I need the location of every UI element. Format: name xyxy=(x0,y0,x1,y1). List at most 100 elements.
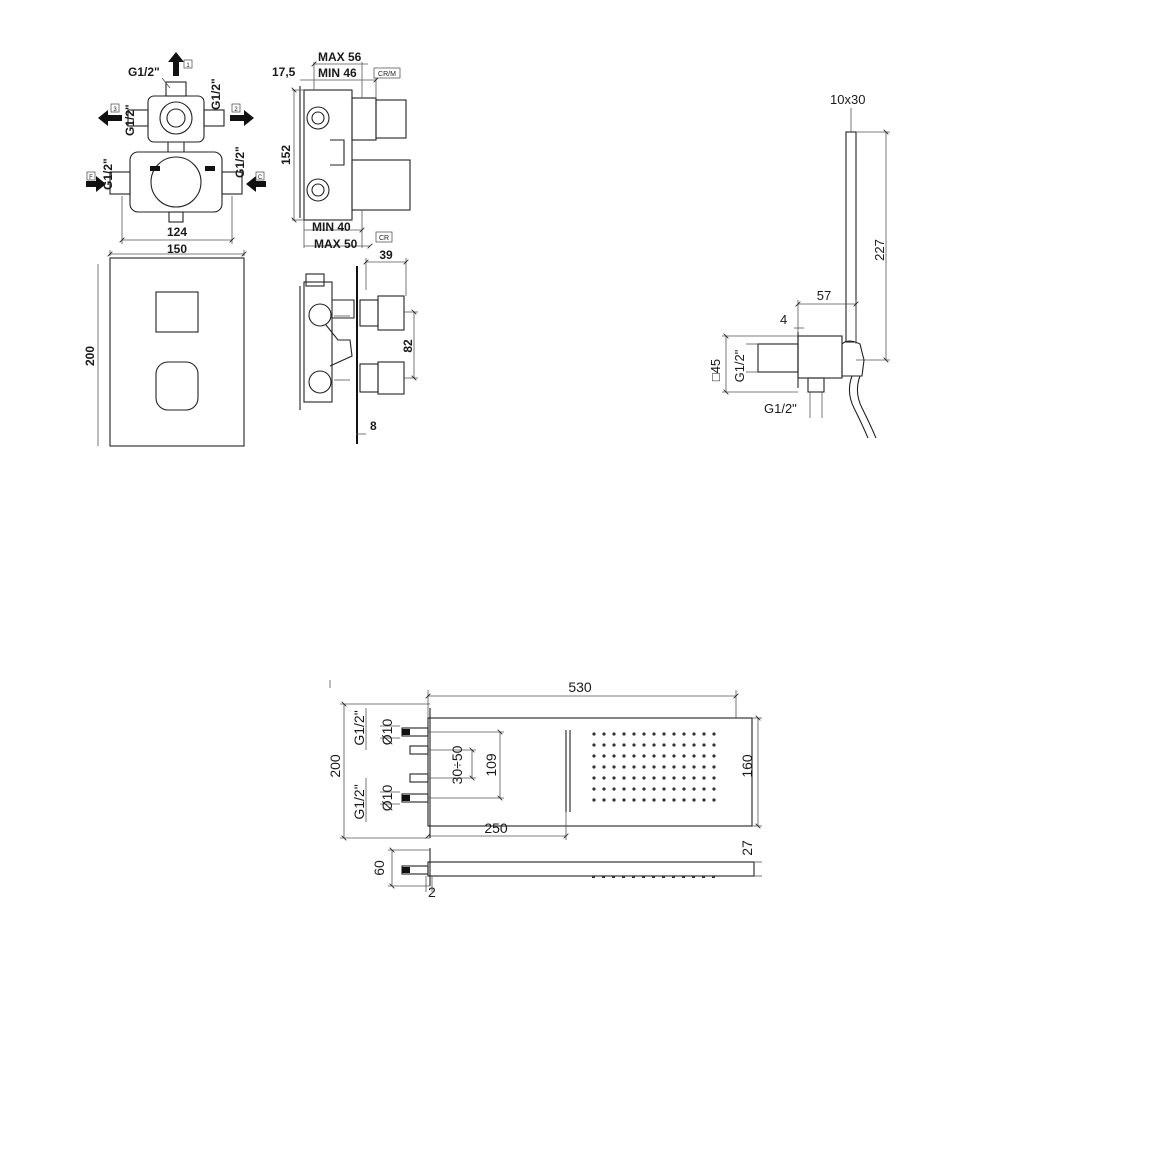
nozzle-dot xyxy=(592,798,596,802)
tag-inlet-right: C xyxy=(258,175,263,181)
nozzle-dot xyxy=(612,776,616,780)
profile-nozzle xyxy=(672,876,675,878)
valve-g-lower-right-label: G1/2" xyxy=(233,146,247,178)
nozzle-dot xyxy=(642,754,646,758)
nozzle-dot xyxy=(622,787,626,791)
nozzle-dot xyxy=(662,765,666,769)
nozzle-dot xyxy=(622,765,626,769)
nozzle-dot xyxy=(602,798,606,802)
nozzle-dot xyxy=(702,798,706,802)
profile-nozzle xyxy=(662,876,665,878)
nozzle-dot xyxy=(662,754,666,758)
profile-nozzle xyxy=(632,876,635,878)
profile-nozzle xyxy=(622,876,625,878)
nozzle-dot xyxy=(632,787,636,791)
nozzle-dot xyxy=(632,765,636,769)
dim-57: 57 xyxy=(817,288,831,303)
nozzle-dot xyxy=(692,765,696,769)
nozzle-dot xyxy=(692,798,696,802)
nozzle-dot xyxy=(632,754,636,758)
valve-g-left-label: G1/2" xyxy=(123,104,137,136)
nozzle-dot xyxy=(642,798,646,802)
inlet-arrow-right-icon xyxy=(246,176,266,192)
nozzle-dot xyxy=(682,765,686,769)
head-dim-200: 200 xyxy=(327,754,343,778)
nozzle-dot xyxy=(672,765,676,769)
nozzle-dot xyxy=(632,732,636,736)
dim-max50: MAX 50 xyxy=(314,237,358,251)
dim-square-45: □45 xyxy=(708,359,723,381)
nozzle-dot xyxy=(612,743,616,747)
nozzle-dot xyxy=(662,732,666,736)
valve-faceplate-view: 150 200 xyxy=(83,242,244,447)
nozzle-dot xyxy=(622,754,626,758)
nozzle-dot xyxy=(712,732,716,736)
dim-200: 200 xyxy=(83,346,97,366)
tag-cr: CR xyxy=(379,235,389,242)
head-g-top-label: G1/2" xyxy=(351,710,367,745)
profile-nozzle xyxy=(702,876,705,878)
profile-nozzle xyxy=(652,876,655,878)
nozzle-dot xyxy=(602,743,606,747)
dim-min46: MIN 46 xyxy=(318,66,357,80)
dim-150: 150 xyxy=(167,242,187,256)
nozzle-dot xyxy=(662,787,666,791)
hand-g-bottom-label: G1/2" xyxy=(764,401,797,416)
nozzle-dot xyxy=(592,776,596,780)
nozzle-dot xyxy=(662,798,666,802)
nozzle-dot xyxy=(632,776,636,780)
dim-124: 124 xyxy=(167,225,187,239)
nozzle-dot xyxy=(592,787,596,791)
dim-152: 152 xyxy=(279,145,293,165)
hand-shower-view: 10x30 227 57 4 □45 G1/2" G1/2" xyxy=(708,92,890,439)
nozzle-dot xyxy=(642,765,646,769)
outlet-arrow-right-icon xyxy=(230,110,254,126)
dim-min40: MIN 40 xyxy=(312,220,351,234)
valve-side-view-installed: 39 82 8 xyxy=(299,248,418,444)
nozzle-dot xyxy=(622,732,626,736)
nozzle-dot xyxy=(652,743,656,747)
nozzle-dot xyxy=(602,765,606,769)
nozzle-dot xyxy=(682,743,686,747)
nozzle-dot xyxy=(602,732,606,736)
valve-side-view: MAX 56 MIN 46 17,5 CR/M 152 MIN 40 MAX 5… xyxy=(272,50,411,251)
nozzle-dot xyxy=(682,798,686,802)
nozzle-dot xyxy=(672,754,676,758)
nozzle-dot xyxy=(712,743,716,747)
nozzle-dot xyxy=(602,787,606,791)
nozzle-dot xyxy=(612,754,616,758)
nozzle-dot xyxy=(612,787,616,791)
nozzle-dot xyxy=(612,765,616,769)
tag-top: 1 xyxy=(186,63,190,69)
dim-27: 27 xyxy=(739,840,755,856)
nozzle-dot xyxy=(652,787,656,791)
profile-nozzle xyxy=(612,876,615,878)
profile-nozzle xyxy=(592,876,595,878)
head-g-bottom-label: G1/2" xyxy=(351,784,367,819)
nozzle-dot xyxy=(712,798,716,802)
nozzle-dot xyxy=(702,732,706,736)
nozzle-dot xyxy=(672,798,676,802)
profile-nozzle xyxy=(642,876,645,878)
nozzle-dot xyxy=(682,787,686,791)
dim-109: 109 xyxy=(483,753,499,777)
nozzle-dot xyxy=(672,732,676,736)
profile-nozzle xyxy=(712,876,715,878)
dim-227: 227 xyxy=(872,239,887,261)
dim-10x30: 10x30 xyxy=(830,92,865,107)
head-o10-bottom-label: Ø10 xyxy=(379,785,395,812)
nozzle-dot xyxy=(662,776,666,780)
nozzle-dot xyxy=(702,787,706,791)
nozzle-dot xyxy=(712,776,716,780)
dim-30-50: 30÷50 xyxy=(449,745,465,784)
dim-530: 530 xyxy=(568,679,592,695)
profile-nozzle xyxy=(692,876,695,878)
valve-front-view: 1 3 2 F C G1/2" G1/2" G1/2" G1/2" G1/2" … xyxy=(86,52,266,244)
nozzle-dot xyxy=(702,743,706,747)
nozzle-dot xyxy=(652,765,656,769)
nozzle-dot xyxy=(622,743,626,747)
head-o10-top-label: Ø10 xyxy=(379,719,395,746)
valve-g-top-right-label: G1/2" xyxy=(209,78,223,110)
nozzle-dot xyxy=(642,743,646,747)
nozzle-dot xyxy=(712,754,716,758)
